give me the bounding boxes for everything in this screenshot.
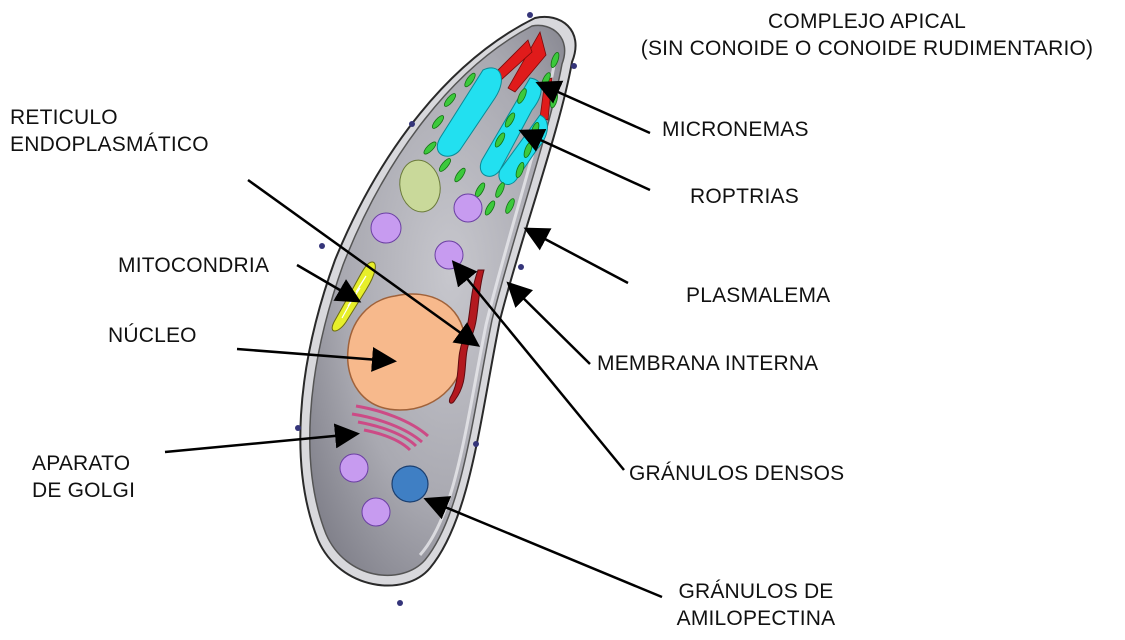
arrow-membrana-interna bbox=[510, 285, 590, 364]
label-amylopectin-line1: GRÁNULOS DE bbox=[640, 578, 872, 605]
label-apical-complex-line1: COMPLEJO APICAL bbox=[612, 8, 1122, 35]
label-apical-complex: COMPLEJO APICAL (SIN CONOIDE O CONOIDE R… bbox=[612, 8, 1122, 62]
label-amylopectin-line2: AMILOPECTINA bbox=[640, 605, 872, 632]
label-nucleus: NÚCLEO bbox=[108, 322, 197, 349]
label-mitochondria: MITOCONDRIA bbox=[118, 252, 269, 279]
label-apical-complex-line2: (SIN CONOIDE O CONOIDE RUDIMENTARIO) bbox=[612, 35, 1122, 62]
arrow-amilopectina bbox=[428, 500, 662, 597]
label-golgi: APARATO DE GOLGI bbox=[32, 450, 135, 504]
label-golgi-line1: APARATO bbox=[32, 450, 135, 477]
amylopectin-granule bbox=[392, 466, 428, 502]
label-reticulum-line2: ENDOPLASMÁTICO bbox=[10, 131, 209, 158]
label-reticulum-line1: RETICULO bbox=[10, 104, 209, 131]
label-inner-membrane: MEMBRANA INTERNA bbox=[597, 350, 818, 377]
label-reticulum: RETICULO ENDOPLASMÁTICO bbox=[10, 104, 209, 158]
arrow-plasmalema bbox=[528, 230, 628, 283]
label-dense-granules: GRÁNULOS DENSOS bbox=[629, 460, 844, 487]
label-micronemes: MICRONEMAS bbox=[662, 116, 809, 143]
label-plasmalemma: PLASMALEMA bbox=[686, 282, 830, 309]
label-rhoptries: ROPTRIAS bbox=[690, 183, 799, 210]
label-amylopectin: GRÁNULOS DE AMILOPECTINA bbox=[640, 578, 872, 632]
label-golgi-line2: DE GOLGI bbox=[32, 477, 135, 504]
